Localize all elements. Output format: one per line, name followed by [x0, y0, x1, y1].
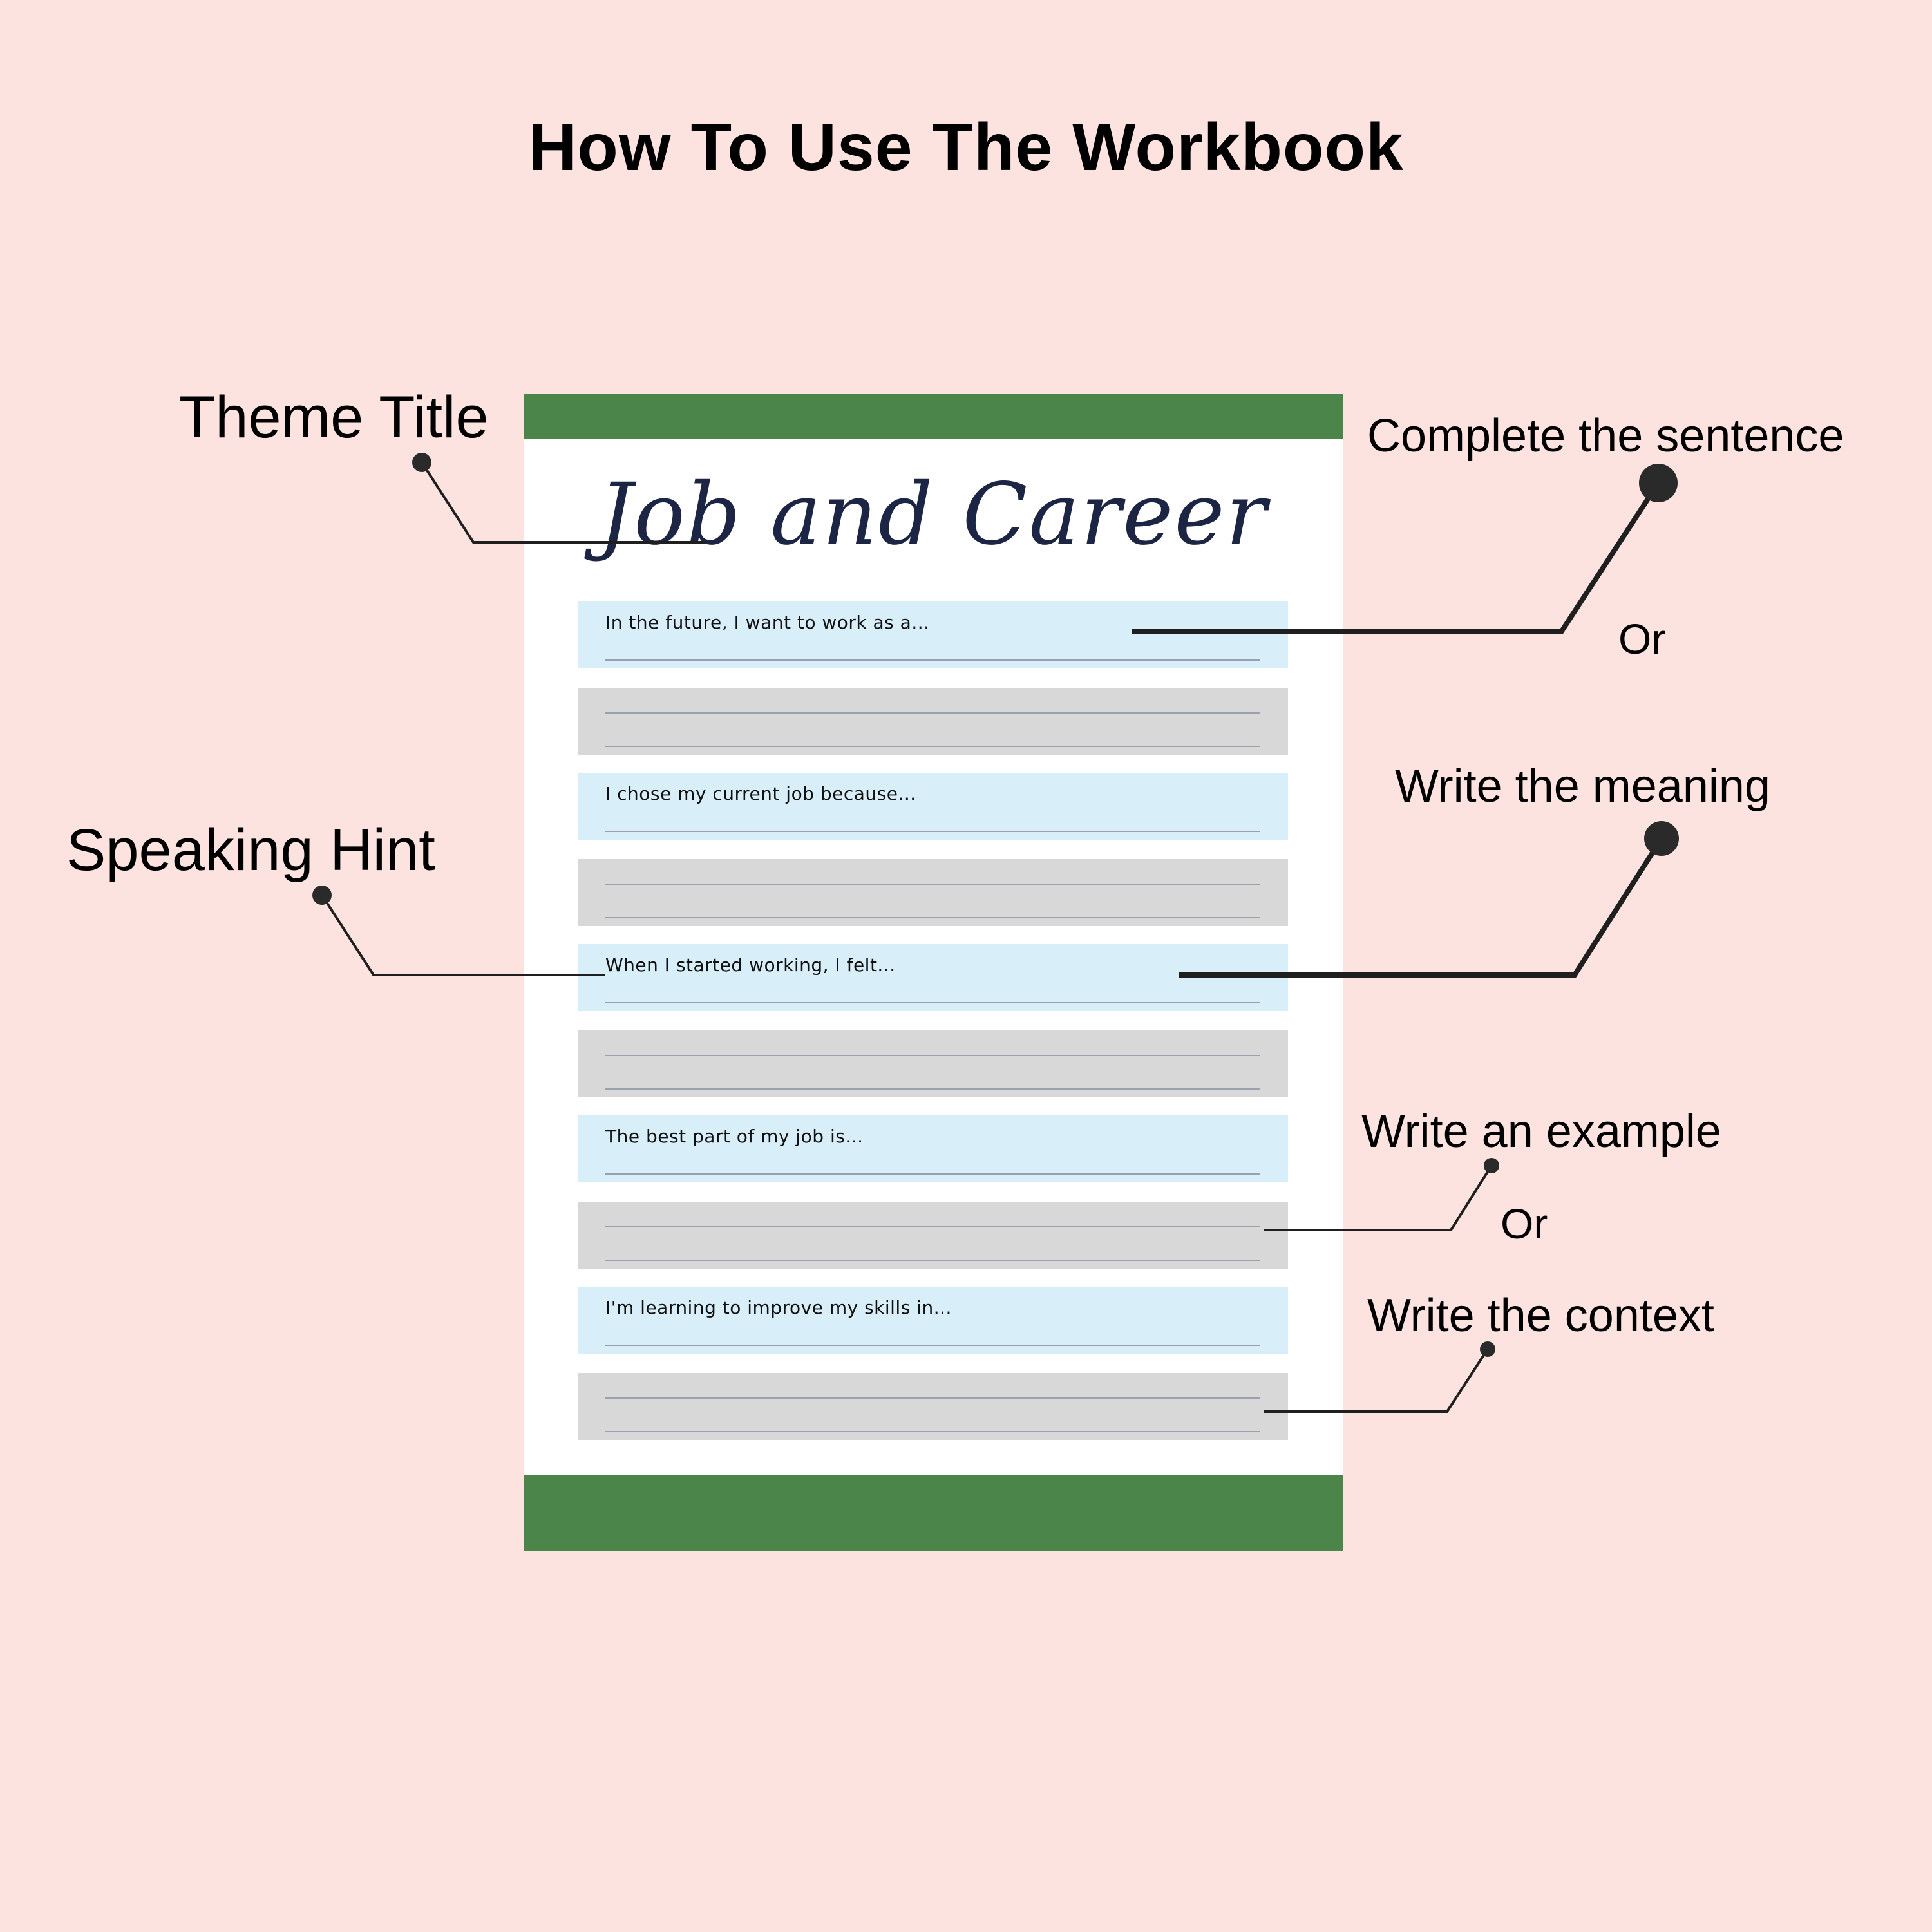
- answer-row: [578, 688, 1288, 755]
- writing-line: [605, 712, 1260, 714]
- prompt-row: The best part of my job is...: [578, 1115, 1288, 1182]
- prompt-row: In the future, I want to work as a...: [578, 601, 1288, 668]
- prompt-row: When I started working, I felt...: [578, 944, 1288, 1011]
- write-context-dot: [1480, 1341, 1495, 1357]
- write-example-dot: [1484, 1158, 1499, 1173]
- write-example-label: Write an example: [1361, 1106, 1721, 1157]
- speaking-hint-label: Speaking Hint: [66, 817, 435, 883]
- writing-line: [605, 831, 1260, 832]
- writing-line: [605, 1226, 1260, 1227]
- writing-line: [605, 884, 1260, 885]
- answer-row: [578, 1373, 1288, 1440]
- theme-title-leader: [421, 461, 705, 544]
- write-meaning-label: Write the meaning: [1395, 761, 1770, 812]
- writing-line: [605, 1345, 1260, 1346]
- answer-row: [578, 859, 1288, 926]
- writing-line: [605, 1055, 1260, 1056]
- complete-sentence-label: Complete the sentence: [1367, 410, 1844, 462]
- writing-line: [605, 1002, 1260, 1003]
- prompt-text: I'm learning to improve my skills in...: [605, 1297, 952, 1318]
- speaking-hint-leader: [321, 894, 605, 976]
- bottom-green-band: [524, 1475, 1343, 1551]
- answer-row: [578, 1030, 1288, 1097]
- writing-line: [605, 659, 1260, 661]
- complete-sentence-leader: [1132, 481, 1661, 634]
- prompt-text: I chose my current job because...: [605, 783, 916, 804]
- writing-line: [605, 1173, 1260, 1175]
- writing-line: [605, 1431, 1260, 1432]
- writing-line: [605, 1088, 1260, 1090]
- speaking-hint-dot: [312, 886, 332, 905]
- or-label: Or: [1501, 1200, 1548, 1247]
- writing-line: [605, 917, 1260, 918]
- write-context-leader: [1264, 1348, 1489, 1413]
- prompt-text: In the future, I want to work as a...: [605, 612, 930, 633]
- complete-sentence-dot: [1639, 464, 1678, 502]
- write-example-leader: [1264, 1164, 1493, 1231]
- prompt-text: The best part of my job is...: [605, 1126, 864, 1147]
- theme-title-label: Theme Title: [179, 384, 489, 450]
- page-heading: How To Use The Workbook: [528, 110, 1404, 185]
- prompt-row: I'm learning to improve my skills in...: [578, 1287, 1288, 1354]
- write-meaning-leader: [1179, 837, 1664, 978]
- writing-line: [605, 746, 1260, 747]
- answer-row: [578, 1202, 1288, 1269]
- theme-title: Job and Career: [598, 465, 1268, 564]
- or-label: Or: [1618, 615, 1666, 663]
- prompt-text: When I started working, I felt...: [605, 954, 896, 976]
- theme-title-dot: [412, 453, 431, 472]
- write-context-label: Write the context: [1367, 1290, 1714, 1341]
- write-meaning-dot: [1644, 821, 1679, 856]
- top-green-band: [524, 394, 1343, 439]
- writing-line: [605, 1260, 1260, 1261]
- writing-line: [605, 1397, 1260, 1399]
- prompt-row: I chose my current job because...: [578, 773, 1288, 840]
